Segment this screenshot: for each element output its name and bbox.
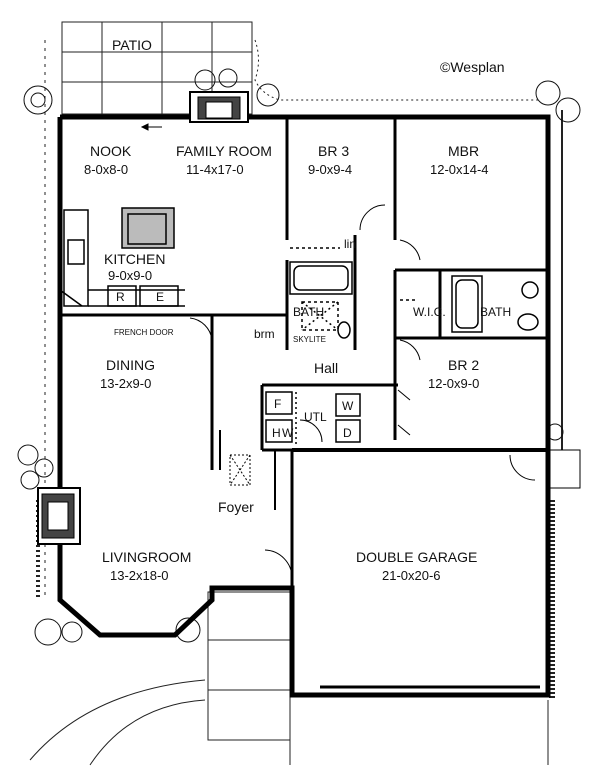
arrow-left-icon (140, 123, 162, 131)
kitchen-fixtures (59, 207, 185, 307)
kitchen-dims: 9-0x9-0 (108, 268, 152, 283)
mbr-name: MBR (448, 143, 479, 159)
garage-name: DOUBLE GARAGE (356, 549, 477, 565)
br3-name: BR 3 (318, 143, 349, 159)
mbr-dims: 12-0x14-4 (430, 162, 489, 177)
dining-name: DINING (106, 357, 155, 373)
nook-name: NOOK (90, 143, 132, 159)
water-heater-h-label: H (272, 426, 281, 440)
br2-name: BR 2 (448, 357, 479, 373)
family-room-dims: 11-4x17-0 (186, 162, 244, 177)
interior-walls (60, 117, 548, 588)
walkway (89, 699, 206, 766)
family-room-name: FAMILY ROOM (176, 143, 272, 159)
kitchen-name: KITCHEN (104, 251, 165, 267)
foyer-fixtures (219, 430, 276, 510)
linen-label: lin (344, 237, 356, 251)
hedge (254, 39, 540, 101)
water-heater-w-label: W (282, 426, 294, 440)
copyright: ©Wesplan (440, 59, 505, 75)
broom-label: brm (254, 327, 275, 341)
nook-dims: 8-0x8-0 (84, 162, 128, 177)
dining-dims: 13-2x9-0 (100, 376, 151, 391)
freezer-label: F (274, 397, 281, 411)
skylite-label: SKYLITE (293, 335, 326, 344)
bath-master-label: BATH (480, 305, 511, 319)
living-room-dims: 13-2x18-0 (110, 568, 169, 583)
door-swings (189, 204, 536, 579)
laundry-fixtures (265, 391, 361, 446)
refrigerator-label: R (116, 290, 125, 304)
wic-label: W.I.C. (413, 305, 446, 319)
walkway (29, 679, 206, 761)
shrub-icon (17, 68, 581, 646)
washer-label: W (342, 399, 354, 413)
dryer-label: D (343, 426, 352, 440)
living-room-name: LIVINGROOM (102, 549, 191, 565)
side-stoop (547, 449, 581, 489)
fireplace-family-room (189, 91, 249, 123)
garage-dims: 21-0x20-6 (382, 568, 441, 583)
br2-dims: 12-0x9-0 (428, 376, 479, 391)
range-label: E (156, 290, 164, 304)
bath-hall-label: BATH (293, 305, 324, 319)
foyer-label: Foyer (218, 499, 254, 515)
fireplace-living-room (37, 487, 81, 545)
patio-label: PATIO (112, 37, 152, 53)
hall-label: Hall (314, 360, 338, 376)
exterior-walls (57, 114, 551, 698)
br3-dims: 9-0x9-4 (308, 162, 352, 177)
french-door-label: FRENCH DOOR (114, 328, 174, 337)
front-walk (207, 591, 291, 741)
bath-fixtures (289, 247, 539, 339)
utility-label: UTL (304, 410, 327, 424)
landscaping (17, 21, 581, 766)
